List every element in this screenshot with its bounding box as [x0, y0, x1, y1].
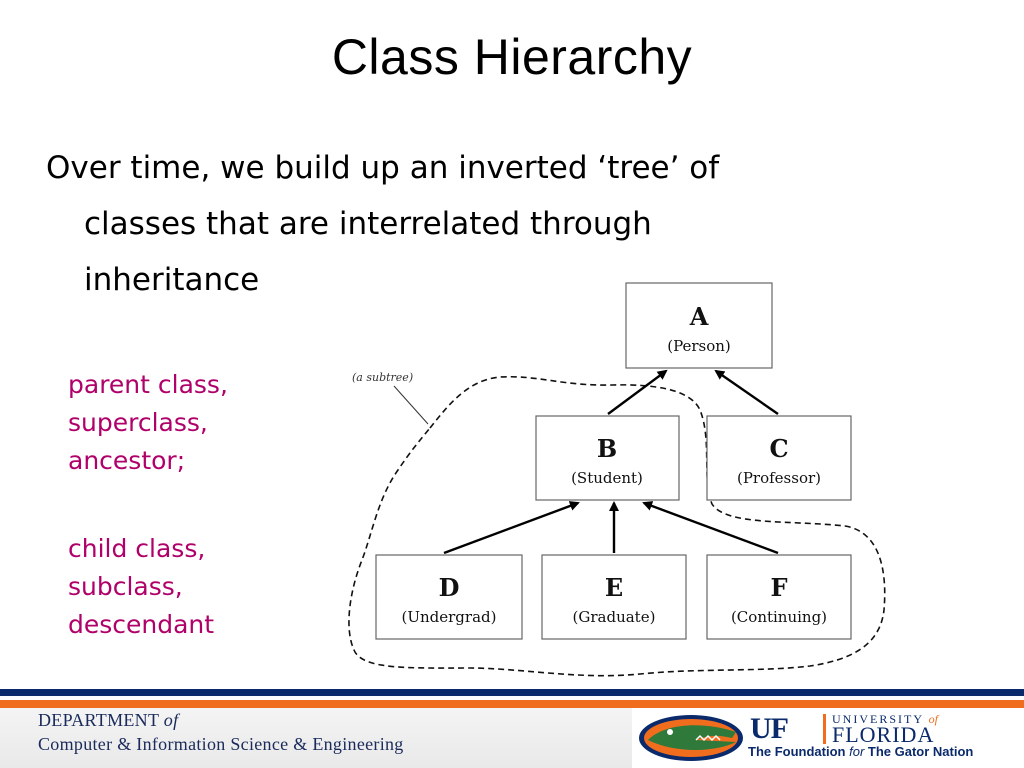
child-term-1: child class, [68, 534, 206, 563]
class-hierarchy-diagram: (a subtree) A (Person) B (Student) C (Pr… [348, 282, 886, 677]
node-f: F (Continuing) [706, 554, 852, 640]
gator-nation-tagline: The Foundation for The Gator Nation [748, 744, 973, 759]
department-word: DEPARTMENT [38, 710, 159, 730]
edge-c-a [714, 369, 779, 415]
tagline-for: for [849, 744, 865, 759]
bullet-line-3: inheritance [84, 262, 260, 298]
child-terms: child class, subclass, descendant [68, 530, 214, 644]
subtree-outline [348, 375, 886, 677]
node-a-letter: A [689, 302, 709, 331]
node-e-box [541, 554, 687, 640]
node-b-letter: B [597, 434, 617, 463]
tagline-part-2: The Gator Nation [867, 744, 974, 759]
child-term-2: subclass, [68, 572, 183, 601]
parent-term-2: superclass, [68, 408, 208, 437]
footer-navy-stripe [0, 689, 1024, 696]
node-d-name: (Undergrad) [402, 608, 497, 626]
node-a-name: (Person) [667, 337, 731, 355]
parent-terms: parent class, superclass, ancestor; [68, 366, 228, 480]
node-f-box [706, 554, 852, 640]
node-f-name: (Continuing) [731, 608, 827, 626]
node-c-letter: C [769, 434, 788, 463]
node-e: E (Graduate) [541, 554, 687, 640]
node-b: B (Student) [535, 415, 680, 501]
node-d-letter: D [439, 573, 460, 602]
footer-orange-stripe [0, 700, 1024, 708]
node-d-box [375, 554, 523, 640]
uf-logo-text: UF [750, 712, 789, 745]
node-c-name: (Professor) [737, 469, 821, 487]
node-b-name: (Student) [571, 469, 643, 487]
node-e-name: (Graduate) [573, 608, 656, 626]
node-c-box [706, 415, 852, 501]
child-term-3: descendant [68, 610, 215, 639]
department-line-2: Computer & Information Science & Enginee… [38, 734, 404, 754]
subtree-pointer-line [393, 385, 429, 425]
university-of: of [928, 712, 938, 726]
node-a-box [625, 282, 773, 369]
edge-b-a [607, 369, 668, 415]
tagline-part-1: The Foundation [748, 744, 846, 759]
department-banner [0, 708, 632, 768]
department-line-1: DEPARTMENT of [38, 710, 178, 731]
parent-term-3: ancestor; [68, 446, 186, 475]
node-b-box [535, 415, 680, 501]
bullet-text: Over time, we build up an inverted ‘tree… [46, 140, 866, 308]
parent-term-1: parent class, [68, 370, 228, 399]
florida-text: FLORIDA [832, 722, 935, 747]
department-of: of [163, 710, 179, 730]
node-d: D (Undergrad) [375, 554, 523, 640]
node-f-letter: F [770, 573, 787, 602]
edge-d-b [443, 501, 580, 555]
uf-divider [823, 714, 826, 744]
node-a: A (Person) [625, 282, 773, 369]
bullet-line-1: Over time, we build up an inverted ‘tree… [46, 150, 720, 186]
edge-f-b [642, 501, 779, 555]
subtree-label: (a subtree) [352, 371, 413, 384]
node-e-letter: E [605, 573, 623, 602]
university-of-text: UNIVERSITY of [832, 712, 938, 727]
bullet-line-2: classes that are interrelated through [84, 206, 652, 242]
gator-logo-icon [639, 715, 743, 761]
university-word: UNIVERSITY [832, 712, 924, 726]
slide-title: Class Hierarchy [331, 29, 693, 85]
node-c: C (Professor) [706, 415, 852, 501]
